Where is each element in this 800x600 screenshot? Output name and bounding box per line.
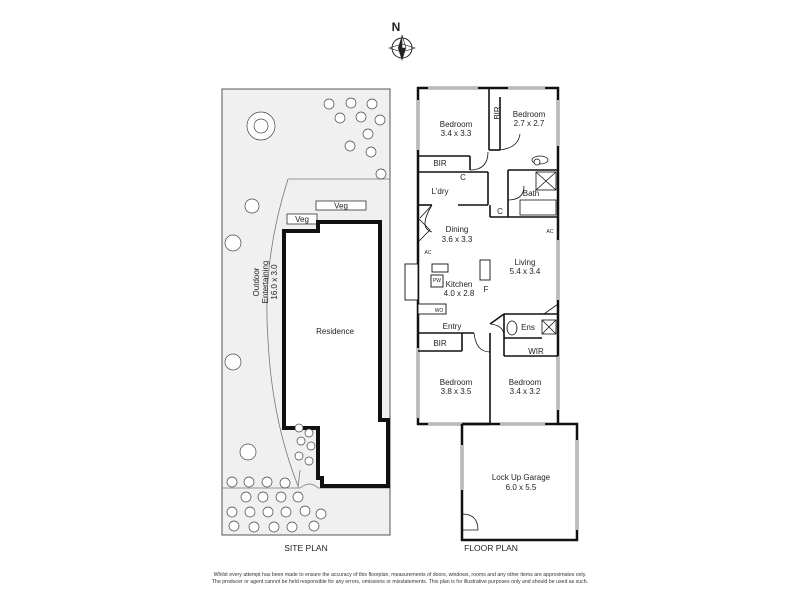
room-bedroom-ne-size: 2.7 x 2.7 xyxy=(514,119,545,128)
label-bir-nw: BIR xyxy=(433,159,447,168)
room-garage-size: 6.0 x 5.5 xyxy=(506,483,537,492)
room-bedroom-ne-name: Bedroom xyxy=(513,110,546,119)
residence-outline xyxy=(282,220,390,488)
residence-label: Residence xyxy=(316,327,354,336)
outdoor-label-1: Outdoor xyxy=(252,267,261,296)
label-ac1: AC xyxy=(547,229,554,235)
disclaimer-line-2: The producer or agent cannot be held res… xyxy=(211,579,589,585)
label-f: F xyxy=(484,285,489,294)
room-bedroom-nw-size: 3.4 x 3.3 xyxy=(441,129,472,138)
room-kitchen-size: 4.0 x 2.8 xyxy=(444,289,475,298)
veg-label-1: Veg xyxy=(334,202,348,211)
outdoor-label-3: 16.0 x 3.0 xyxy=(270,264,279,300)
room-garage-name: Lock Up Garage xyxy=(492,473,551,482)
disclaimer-line-1: Whilst every attempt has been made to en… xyxy=(213,572,587,578)
floor-plan-labels: Bedroom 3.4 x 3.3 Bedroom 2.7 x 2.7 BIR … xyxy=(425,106,554,553)
floor-plan xyxy=(404,86,579,542)
label-c2: C xyxy=(497,207,503,216)
label-ens: Ens xyxy=(521,323,535,332)
label-ldry: L'dry xyxy=(431,187,448,196)
room-bedroom-nw-name: Bedroom xyxy=(440,120,473,129)
outdoor-label-2: Entertaining xyxy=(261,261,270,304)
room-bedroom-se-name: Bedroom xyxy=(509,378,542,387)
label-ac2: AC xyxy=(425,250,432,256)
label-bir-sw: BIR xyxy=(433,339,447,348)
label-c1: C xyxy=(460,173,466,182)
label-wo: WO xyxy=(435,308,444,314)
north-arrow-icon: N xyxy=(387,20,417,61)
floor-plan-caption: FLOOR PLAN xyxy=(464,543,518,553)
room-living-size: 5.4 x 3.4 xyxy=(510,267,541,276)
room-bedroom-sw-name: Bedroom xyxy=(440,378,473,387)
garage-outline xyxy=(460,422,579,542)
site-plan: Veg Veg Residence Outdoor Entertaining 1… xyxy=(221,88,391,553)
site-plan-caption: SITE PLAN xyxy=(284,543,327,553)
label-pw: PW xyxy=(433,278,441,284)
label-bir-top: BIR xyxy=(493,106,502,120)
room-dining-name: Dining xyxy=(446,225,469,234)
disclaimer: Whilst every attempt has been made to en… xyxy=(150,572,650,586)
room-dining-size: 3.6 x 3.3 xyxy=(442,235,473,244)
veg-bed-1 xyxy=(315,200,367,211)
north-label: N xyxy=(392,20,401,34)
veg-bed-2 xyxy=(286,213,318,225)
label-entry: Entry xyxy=(443,322,462,331)
veg-label-2: Veg xyxy=(295,215,309,224)
label-bath: Bath xyxy=(523,189,539,198)
room-living-name: Living xyxy=(515,258,536,267)
house-outline xyxy=(416,86,560,426)
label-wir: WIR xyxy=(528,347,544,356)
room-bedroom-se-size: 3.4 x 3.2 xyxy=(510,387,541,396)
tree-icons xyxy=(224,97,387,533)
room-bedroom-sw-size: 3.8 x 3.5 xyxy=(441,387,472,396)
room-kitchen-name: Kitchen xyxy=(446,280,473,289)
